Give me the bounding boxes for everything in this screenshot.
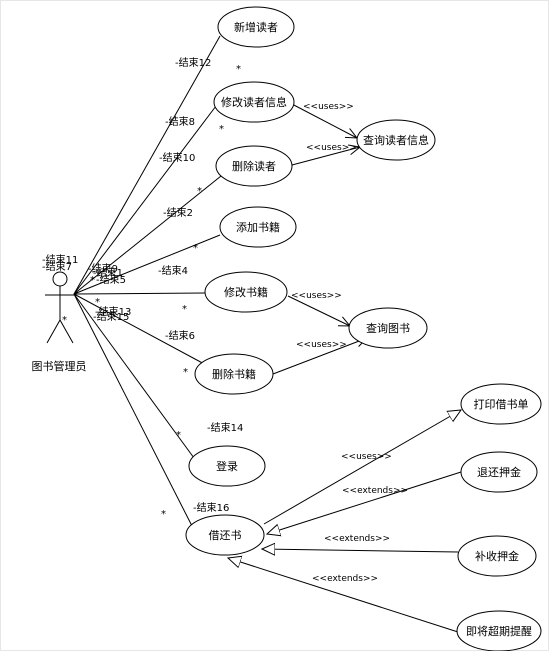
role-labels: -结束12 -结束8 -结束10 -结束2 -结束4 -结束6 -结束14 -结… [158, 56, 243, 514]
uses-delete-book-arrow [272, 338, 367, 375]
role-label-add-reader: -结束12 [175, 56, 211, 69]
multiplicity-edit-book: * [182, 304, 187, 315]
multiplicity-add-reader: * [236, 64, 241, 75]
use-case-overdue-reminder[interactable]: 即将超期提醒 [456, 610, 542, 651]
actor-right-leg [59, 319, 74, 344]
extends-collect-arrow [262, 549, 459, 552]
stereo-uses-delete-book: <<uses>> [296, 340, 347, 350]
extends-refund-arrow [267, 471, 462, 534]
assoc-line-borrow [73, 293, 193, 527]
actor-end-multiplicity-1: * [95, 297, 100, 308]
actor-end-label-15: -结束15 [93, 310, 129, 323]
use-case-add-reader[interactable]: 新增读者 [217, 6, 295, 48]
assoc-line-delete-book [73, 293, 209, 367]
use-case-delete-reader[interactable]: 删除读者 [215, 145, 293, 187]
association-lines [73, 35, 227, 527]
stereo-uses-print-slip: <<uses>> [341, 452, 392, 462]
uses-print-slip-arrow [263, 410, 461, 525]
role-label-edit-reader: -结束8 [165, 115, 195, 128]
role-label-edit-book: -结束4 [158, 264, 188, 277]
use-case-label: 退还押金 [477, 465, 521, 479]
stereo-uses-edit-reader: <<uses>> [303, 102, 354, 112]
use-case-login[interactable]: 登录 [188, 445, 266, 487]
use-case-label: 查询图书 [366, 321, 410, 335]
actor-left-leg [46, 319, 61, 344]
multiplicity-add-book: * [193, 243, 198, 254]
use-cases: 新增读者 修改读者信息 查询读者信息 删除读者 添加书籍 修改书籍 查询图书 [185, 6, 542, 651]
multiplicity-borrow: * [161, 509, 166, 520]
assoc-line-edit-book [73, 292, 206, 295]
role-label-borrow: -结束16 [193, 501, 229, 514]
actor-end-multiplicity-3: * [90, 275, 95, 286]
assoc-line-delete-reader [73, 171, 227, 295]
stereotype-labels: <<uses>> <<uses>> <<uses>> <<uses>> <<us… [291, 102, 408, 584]
actor-end-label-1: -结束1 [93, 266, 123, 279]
use-case-label: 新增读者 [234, 20, 278, 34]
stereo-extends-overdue: <<extends>> [312, 574, 378, 584]
use-case-label: 添加书籍 [236, 220, 280, 234]
actor-end-multiplicity-2: * [62, 315, 67, 326]
stereo-uses-edit-book: <<uses>> [291, 291, 342, 301]
extends-overdue-arrow [228, 558, 459, 633]
stereo-uses-delete-reader: <<uses>> [306, 143, 357, 153]
multiplicity-delete-book: * [183, 367, 188, 378]
use-case-edit-book[interactable]: 修改书籍 [204, 271, 288, 313]
use-case-label: 打印借书单 [474, 397, 529, 411]
use-case-label: 登录 [216, 459, 238, 473]
use-case-add-book[interactable]: 添加书籍 [219, 206, 297, 248]
actor-name: 图书管理员 [32, 359, 87, 373]
use-case-borrow-return[interactable]: 借还书 [185, 514, 265, 556]
use-case-delete-book[interactable]: 删除书籍 [194, 353, 274, 395]
stereo-extends-collect: <<extends>> [324, 534, 390, 544]
use-case-label: 借还书 [209, 529, 242, 542]
use-case-refund-deposit[interactable]: 退还押金 [460, 451, 538, 493]
multiplicity-edit-reader: * [219, 124, 224, 135]
actor-end-label-13: -结束13 [95, 305, 131, 318]
use-case-label: 修改读者信息 [221, 95, 287, 109]
use-case-query-book[interactable]: 查询图书 [348, 307, 428, 349]
multiplicity-delete-reader: * [197, 186, 202, 197]
assoc-line-add-reader [73, 35, 221, 295]
use-case-label: 即将超期提醒 [466, 624, 532, 638]
uses-edit-reader-arrow [289, 102, 357, 138]
assoc-line-add-book [73, 234, 221, 295]
role-label-login: -结束14 [207, 421, 243, 434]
actor-end-labels: -结束11 -结束7 -结束9 -结束1 -结束5 -结束13 -结束15 * … [42, 253, 131, 326]
multiplicity-labels: * * * * * * * * [161, 64, 241, 520]
stereo-extends-refund: <<extends>> [342, 486, 408, 496]
role-label-add-book: -结束2 [163, 206, 193, 219]
use-case-label: 删除读者 [232, 159, 276, 173]
use-case-edit-reader[interactable]: 修改读者信息 [213, 81, 295, 123]
use-case-collect-deposit[interactable]: 补收押金 [457, 535, 537, 577]
use-case-label: 查询读者信息 [363, 133, 429, 147]
actor-librarian[interactable] [45, 271, 76, 344]
actor-end-label-7: -结束7 [42, 260, 72, 273]
uses-edit-book-arrow [287, 295, 350, 326]
assoc-line-edit-reader [73, 105, 217, 295]
dependency-lines [228, 102, 462, 633]
use-case-query-reader[interactable]: 查询读者信息 [356, 119, 436, 161]
role-label-delete-reader: -结束10 [159, 151, 195, 164]
actor-end-label-11: -结束11 [42, 253, 78, 266]
use-case-print-slip[interactable]: 打印借书单 [460, 383, 542, 425]
assoc-line-login [73, 293, 195, 459]
actor-end-label-5: -结束5 [96, 273, 126, 286]
uses-delete-reader-arrow [291, 147, 360, 166]
use-case-label: 修改书籍 [224, 285, 268, 299]
use-case-label: 删除书籍 [212, 367, 256, 381]
role-label-delete-book: -结束6 [165, 329, 195, 342]
use-case-label: 补收押金 [475, 549, 519, 563]
multiplicity-login: * [176, 430, 181, 441]
actor-head [52, 271, 68, 287]
actor-end-label-9: -结束9 [88, 262, 118, 275]
